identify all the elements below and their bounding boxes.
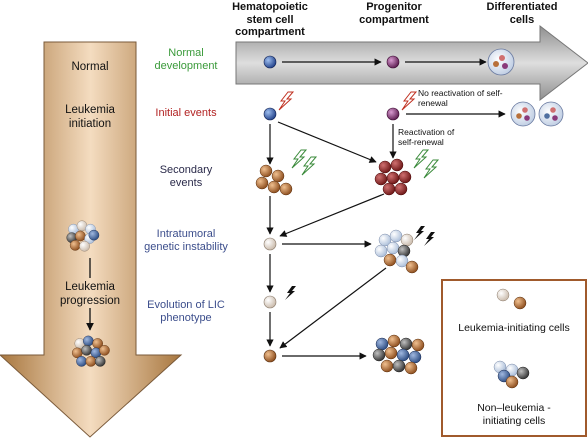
stage-label-initial-events: Initial events: [155, 107, 217, 119]
header-hsc-compartment: Hematopoietic stem cell compartment: [232, 1, 308, 38]
stage-label-secondary-events: Secondary events: [159, 164, 213, 189]
orange-cell-lic: [263, 349, 277, 363]
header-progenitor-compartment: Progenitor compartment: [359, 1, 429, 26]
stem-cluster-secondary: [255, 164, 293, 196]
stage-label-genetic-instability: Intratumoral genetic instability: [144, 228, 228, 253]
stem-cell-normal: [263, 55, 277, 69]
differentiated-cell-initial-2: [538, 101, 564, 127]
progenitor-to-stem-diagonal-arrow-2: [279, 267, 387, 349]
differentiated-cell-initial-1: [510, 101, 536, 127]
lightning-icon-green-2: [413, 149, 440, 179]
stem-cell-initial: [263, 107, 277, 121]
lightning-icon-red-1: [278, 91, 295, 111]
annotation-reactivation: Reactivation of self-renewal: [398, 127, 455, 147]
pale-cell-instability: [263, 237, 277, 251]
header-differentiated-cells: Differentiated cells: [486, 1, 558, 26]
pale-cell-evolution: [263, 295, 277, 309]
progenitor-cell-initial: [386, 107, 400, 121]
annotation-no-reactivation: No reactivation of self-renewal: [418, 88, 503, 108]
progenitor-to-stem-diagonal-arrow-1: [279, 193, 385, 237]
mixed-cluster-final: [372, 334, 425, 375]
stem-to-progenitor-diagonal-arrow: [277, 121, 377, 163]
mixed-cluster-instability: [374, 229, 419, 274]
stage-label-normal-development: Normal development: [154, 47, 218, 72]
legend-box: [441, 279, 587, 437]
lightning-icon-black-1: [414, 226, 435, 246]
left-label-normal: Normal: [71, 61, 109, 73]
progenitor-cell-normal: [386, 55, 400, 69]
differentiated-cell-normal: [487, 48, 515, 76]
legend-label-lic: Leukemia-initiating cells: [458, 322, 570, 334]
progenitor-cluster-secondary: [374, 158, 412, 196]
lightning-icon-green-1: [291, 149, 318, 176]
stage-label-lic-evolution: Evolution of LIC phenotype: [147, 299, 225, 324]
legend-label-non-lic: Non–leukemia -initiating cells: [477, 402, 551, 427]
lightning-icon-black-2: [285, 286, 296, 300]
lightning-icon-red-2: [401, 91, 418, 111]
normal-development-arrow: [235, 24, 588, 102]
left-label-progression: Leukemia progression: [59, 281, 121, 307]
left-label-initiation: Leukemia initiation: [65, 104, 115, 130]
